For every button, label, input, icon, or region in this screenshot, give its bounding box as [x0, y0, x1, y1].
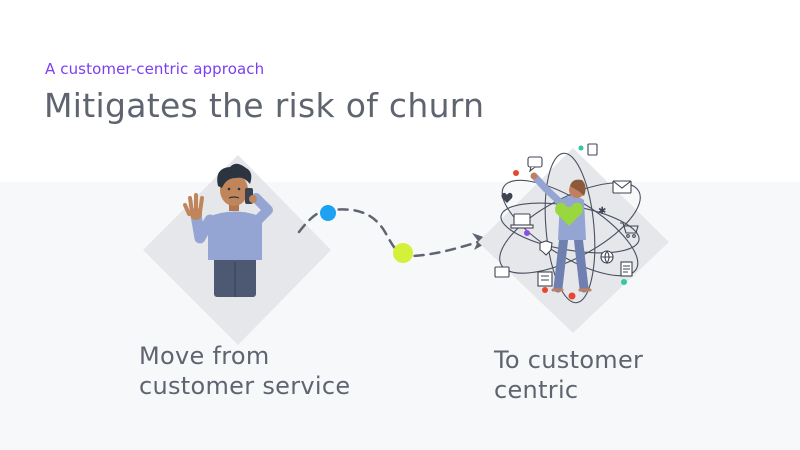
chat-icon	[527, 156, 543, 173]
orbit-dot	[542, 287, 548, 293]
orbit-dot	[568, 292, 576, 300]
right-diamond	[478, 148, 669, 333]
right-caption: To customer centric	[494, 345, 643, 405]
document-icon	[620, 261, 633, 277]
right-caption-line-1: To customer	[494, 346, 644, 374]
tag-icon	[587, 143, 598, 156]
cart-icon	[620, 222, 639, 238]
star-icon: ✱	[598, 206, 606, 217]
shield-icon	[539, 240, 553, 256]
customer-service-person-illustration	[183, 163, 273, 297]
laptop-icon	[510, 213, 534, 229]
left-caption-line-1: Move from	[139, 342, 270, 370]
content-band	[0, 182, 800, 450]
header-band	[0, 0, 800, 182]
orbit-dot	[621, 279, 627, 285]
heart-icon	[555, 202, 583, 226]
receipt-icon	[537, 271, 553, 287]
person-shirt	[208, 211, 262, 260]
orbit-dot	[578, 145, 584, 151]
journey-start-dot	[320, 205, 336, 221]
orbit-icons	[494, 143, 639, 287]
slide-title: Mitigates the risk of churn	[44, 86, 485, 125]
journey-end-dot	[393, 243, 413, 263]
email-icon	[612, 180, 632, 194]
orbit-dot	[513, 170, 519, 176]
left-caption-line-2: customer service	[139, 372, 351, 400]
slide-eyebrow: A customer-centric approach	[45, 60, 265, 78]
mobile-icon	[494, 266, 510, 278]
small-heart-icon	[501, 192, 513, 203]
globe-icon	[600, 250, 614, 264]
orbit-dot	[524, 230, 530, 236]
left-caption: Move from customer service	[139, 341, 350, 401]
right-caption-line-2: centric	[494, 376, 579, 404]
customer-centric-person-illustration	[530, 172, 592, 293]
